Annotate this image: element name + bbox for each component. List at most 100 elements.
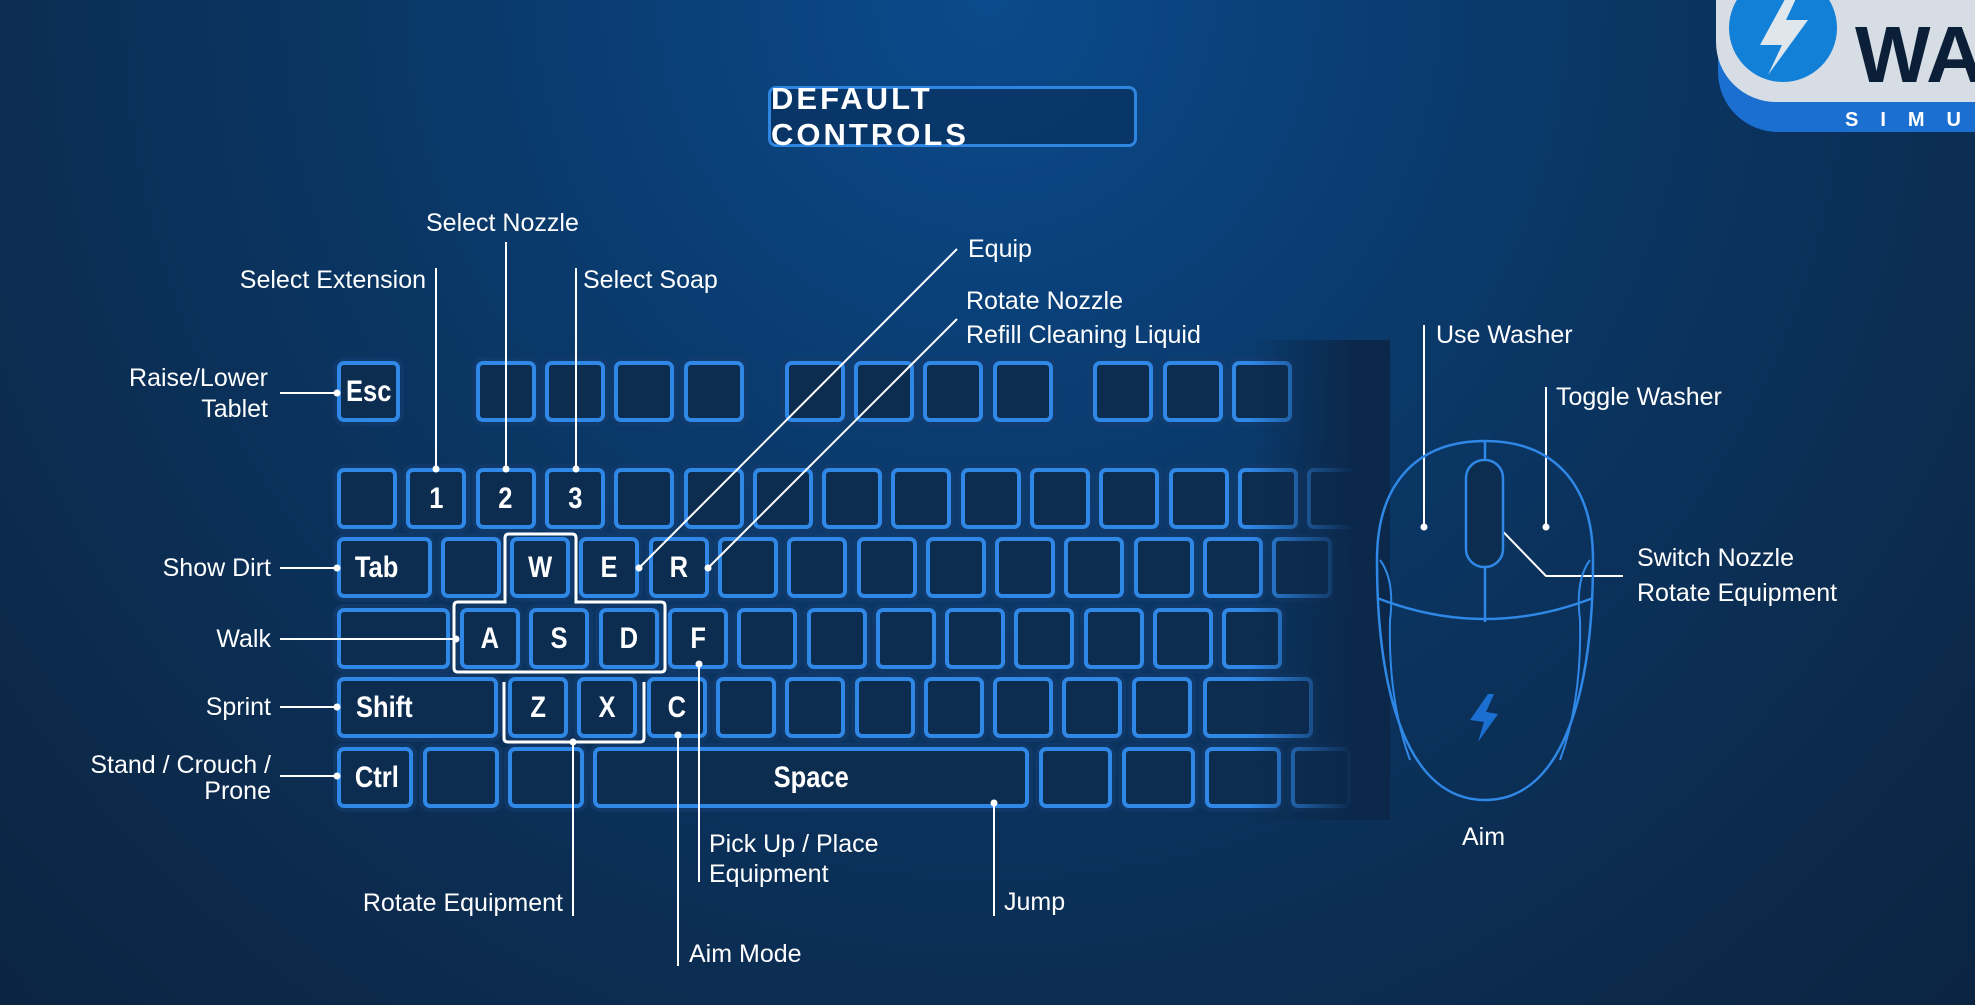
label-raise-lower: Raise/Lower: [129, 364, 268, 392]
key: [960, 468, 1021, 529]
key: [717, 537, 778, 598]
key: [1083, 608, 1144, 669]
label-rotate-equipment: Rotate Equipment: [362, 889, 563, 917]
key-r: R: [648, 537, 709, 598]
key: [1131, 677, 1192, 738]
label-switch-nozzle: Switch Nozzle: [1637, 544, 1794, 572]
key: [441, 537, 501, 598]
key-label: E: [600, 550, 618, 584]
key: [1163, 361, 1223, 422]
label-aim-mode: Aim Mode: [689, 940, 802, 968]
key-esc: Esc: [337, 361, 400, 422]
label-raise-lower-2: Tablet: [201, 395, 268, 423]
key: [1133, 537, 1194, 598]
key: [614, 361, 674, 422]
key: [1064, 537, 1125, 598]
label-select-extension: Select Extension: [239, 266, 426, 294]
key-label: S: [550, 621, 568, 655]
key: [785, 361, 845, 422]
key: [683, 468, 744, 529]
key: [1122, 747, 1195, 808]
key: [715, 677, 776, 738]
key: [1062, 677, 1123, 738]
key: [423, 747, 499, 808]
page-title: DEFAULT CONTROLS: [768, 81, 1137, 152]
label-equip: Equip: [968, 235, 1032, 263]
key-label: Tab: [354, 550, 399, 584]
key-label: Space: [773, 760, 849, 794]
key-label: Esc: [345, 374, 392, 408]
key-label: A: [480, 621, 500, 655]
key-a: A: [460, 608, 520, 669]
key: [1039, 747, 1112, 808]
label-prone: Prone: [204, 777, 271, 805]
key-label: 2: [498, 481, 513, 515]
key-x: X: [577, 677, 638, 738]
key-label: Ctrl: [354, 760, 399, 794]
key: [875, 608, 936, 669]
key-label: C: [667, 690, 686, 724]
key: [1099, 468, 1160, 529]
key: [993, 361, 1053, 422]
key-label: F: [690, 621, 706, 655]
label-aim: Aim: [1462, 823, 1506, 851]
key: [614, 468, 675, 529]
key-shift: Shift: [337, 677, 498, 738]
key: [752, 468, 813, 529]
label-use-washer: Use Washer: [1436, 321, 1573, 349]
key-k3: 3: [544, 468, 605, 529]
label-stand-crouch: Stand / Crouch /: [90, 751, 271, 779]
label-refill: Refill Cleaning Liquid: [966, 321, 1201, 349]
key: [545, 361, 605, 422]
key: [993, 677, 1054, 738]
svg-text:SIMU: SIMU: [1845, 109, 1975, 131]
key: [1030, 468, 1090, 529]
label-rotate-nozzle: Rotate Nozzle: [966, 287, 1124, 315]
key: [1014, 608, 1075, 669]
key: [925, 537, 986, 598]
keyboard-fade: [1250, 340, 1390, 820]
key: [854, 361, 914, 422]
label-toggle-washer: Toggle Washer: [1556, 383, 1722, 411]
label-select-nozzle: Select Nozzle: [426, 209, 579, 237]
label-pickup-2: Equipment: [709, 860, 829, 888]
key-c: C: [646, 677, 707, 738]
key-label: W: [527, 550, 553, 584]
label-mouse-rotate-equipment: Rotate Equipment: [1637, 579, 1838, 607]
key-f: F: [667, 608, 728, 669]
key-label: Z: [530, 690, 546, 724]
key-k1: 1: [406, 468, 467, 529]
key-ctrl: Ctrl: [337, 747, 413, 808]
key-tab: Tab: [337, 537, 432, 598]
key: [508, 747, 584, 808]
label-pickup: Pick Up / Place: [709, 830, 879, 858]
label-walk: Walk: [216, 625, 271, 653]
key-d: D: [598, 608, 659, 669]
key: [822, 468, 883, 529]
key-label: 3: [567, 481, 582, 515]
lightning-logo-icon: [1470, 694, 1498, 742]
key: [923, 361, 983, 422]
label-jump: Jump: [1004, 888, 1066, 916]
mouse-icon: [1375, 439, 1595, 802]
label-show-dirt: Show Dirt: [162, 554, 271, 582]
key: [684, 361, 744, 422]
label-sprint: Sprint: [205, 693, 271, 721]
svg-text:WA: WA: [1855, 10, 1975, 99]
key: [785, 677, 846, 738]
key-w: W: [510, 537, 570, 598]
key-s: S: [529, 608, 590, 669]
label-select-soap: Select Soap: [583, 266, 718, 294]
key-label: R: [669, 550, 688, 584]
key: [337, 468, 397, 529]
lightning-logo-icon: [1729, 0, 1837, 82]
key: [337, 608, 450, 669]
key-label: Shift: [355, 690, 413, 724]
key: [476, 361, 536, 422]
key: [856, 537, 917, 598]
key-k2: 2: [475, 468, 536, 529]
key: [854, 677, 915, 738]
key-label: D: [619, 621, 638, 655]
key: [945, 608, 1006, 669]
key: [1093, 361, 1153, 422]
